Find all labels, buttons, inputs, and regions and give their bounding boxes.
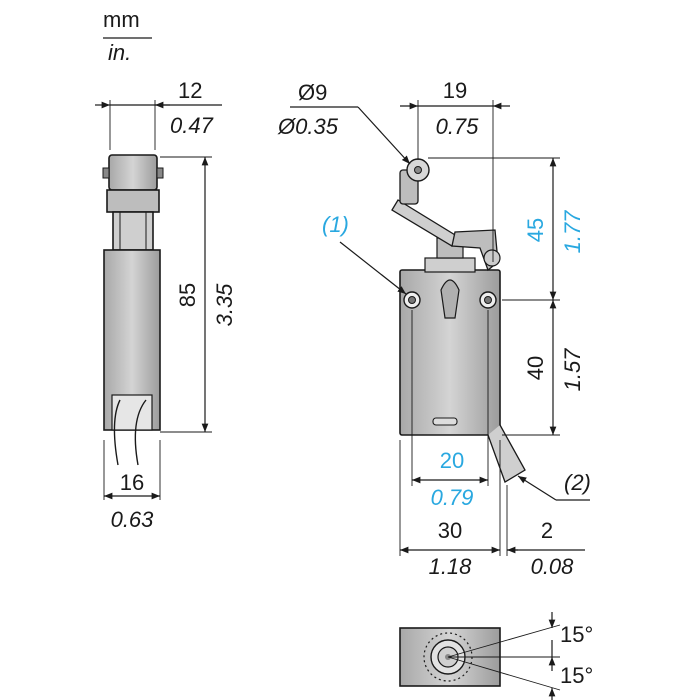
roller-diameter-in: Ø0.35 (277, 114, 339, 139)
angle-upper-label: 15° (560, 622, 593, 647)
front-view-body (399, 237, 526, 483)
unit-in-label: in. (108, 40, 131, 65)
side-height-in: 3.35 (212, 283, 237, 327)
body-height-in: 1.57 (560, 348, 585, 392)
side-view-body (102, 154, 164, 466)
unit-mm-label: mm (103, 7, 140, 32)
cable-offset-in: 0.08 (531, 554, 575, 579)
lever-height-mm: 45 (523, 218, 548, 242)
callout-2: (2) (564, 470, 591, 495)
units-legend: mm in. (103, 7, 152, 65)
side-width-top-in: 0.47 (170, 113, 214, 138)
front-view: Ø9 Ø0.35 19 0.75 45 1.77 40 1.57 (1) 20 … (277, 78, 591, 579)
lever-height-in: 1.77 (560, 210, 585, 254)
side-width-top-mm: 12 (178, 78, 202, 103)
roller-lever (391, 158, 501, 272)
roller-offset-mm: 19 (443, 78, 467, 103)
body-height-mm: 40 (523, 356, 548, 380)
body-width-mm: 30 (438, 518, 462, 543)
roller-diameter-mm: Ø9 (298, 80, 327, 105)
side-view: 12 0.47 85 3.35 16 0.63 (95, 78, 237, 532)
hole-spacing-mm: 20 (440, 448, 464, 473)
hole-spacing-in: 0.79 (431, 485, 474, 510)
body-width-in: 1.18 (429, 554, 473, 579)
callout-1: (1) (322, 212, 349, 237)
side-width-bottom-in: 0.63 (111, 507, 155, 532)
cable-offset-mm: 2 (541, 518, 553, 543)
angle-lower-label: 15° (560, 663, 593, 688)
side-width-bottom-mm: 16 (120, 470, 144, 495)
side-height-mm: 85 (175, 283, 200, 307)
top-view: 15° 15° (399, 612, 593, 700)
roller-offset-in: 0.75 (436, 114, 480, 139)
